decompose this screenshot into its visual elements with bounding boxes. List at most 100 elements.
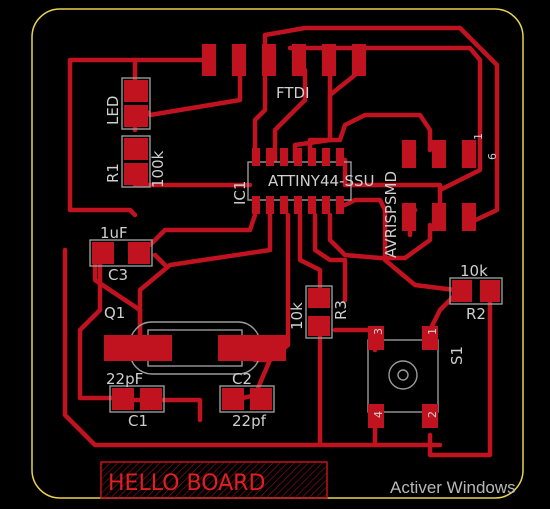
led-pad bbox=[124, 80, 148, 102]
q1-pad bbox=[218, 335, 286, 361]
c3-component: 1uF C3 bbox=[89, 224, 153, 284]
ic1-pad bbox=[280, 196, 288, 214]
c1-pad bbox=[140, 388, 162, 410]
avrisp-pad bbox=[462, 140, 476, 168]
board-title: HELLO BOARD bbox=[100, 461, 328, 499]
led-outline bbox=[121, 77, 151, 130]
s1-outline bbox=[367, 339, 439, 413]
c1-pad bbox=[112, 388, 134, 410]
r3-pad bbox=[308, 288, 330, 308]
avrisp-pad bbox=[402, 140, 416, 168]
avrisp-pin-6: 6 bbox=[486, 153, 499, 160]
c2-pad bbox=[222, 388, 244, 410]
ic1-pad bbox=[252, 148, 260, 166]
r3-component: 10k R3 bbox=[288, 285, 350, 339]
r3-value: 10k bbox=[288, 302, 306, 330]
r2-label: R2 bbox=[466, 305, 486, 323]
r2-pad bbox=[452, 280, 472, 302]
s1-actuator-inner bbox=[397, 369, 409, 381]
ic1-pad bbox=[336, 196, 344, 214]
c2-pad bbox=[250, 388, 272, 410]
r1-component: R1 100k bbox=[104, 135, 167, 188]
windows-activation-watermark: Activer Windows bbox=[390, 478, 516, 497]
ic1-pad bbox=[266, 148, 274, 166]
q1-label: Q1 bbox=[104, 304, 125, 322]
r2-pad bbox=[480, 280, 500, 302]
r1-value: 100k bbox=[149, 150, 167, 188]
avrisp-label: AVRISPSMD bbox=[382, 171, 400, 258]
ftdi-pad bbox=[292, 44, 306, 76]
c3-value: 1uF bbox=[100, 224, 128, 242]
ic1-bottom-pads bbox=[252, 196, 344, 214]
ic1-label: IC1 bbox=[231, 181, 249, 205]
r1-pad bbox=[124, 138, 148, 160]
r2-outline bbox=[449, 277, 503, 305]
ftdi-pad bbox=[352, 44, 366, 76]
led-pad bbox=[124, 105, 148, 127]
s1-component: S1 3 1 4 2 bbox=[367, 326, 466, 428]
r1-pad bbox=[124, 163, 148, 185]
ic1-pad bbox=[294, 196, 302, 214]
ic1-pad bbox=[308, 148, 316, 166]
q1-component: Q1 bbox=[104, 304, 286, 375]
s1-pin-1: 1 bbox=[426, 328, 439, 335]
board-title-text: HELLO BOARD bbox=[108, 471, 265, 496]
s1-pad bbox=[368, 404, 384, 428]
c3-outline bbox=[89, 239, 153, 267]
r1-label: R1 bbox=[104, 163, 122, 183]
r2-component: 10k R2 bbox=[449, 262, 503, 323]
r1-outline bbox=[121, 135, 151, 188]
r3-label: R3 bbox=[332, 300, 350, 320]
ic1-pad bbox=[336, 148, 344, 166]
ic1-pad bbox=[308, 196, 316, 214]
c1-outline bbox=[109, 385, 165, 413]
s1-pin-2: 2 bbox=[426, 411, 439, 418]
avrisp-pad bbox=[462, 203, 476, 231]
c3-pad bbox=[128, 242, 150, 264]
s1-pad bbox=[422, 326, 438, 350]
s1-pin-3: 3 bbox=[372, 328, 385, 335]
avrisp-header: AVRISPSMD 1 6 bbox=[382, 133, 499, 258]
s1-pad bbox=[422, 404, 438, 428]
ic1-top-pads bbox=[252, 148, 344, 166]
c1-label: C1 bbox=[128, 412, 148, 430]
s1-pin-4: 4 bbox=[372, 411, 385, 418]
c2-component: C2 22pf bbox=[219, 370, 275, 430]
ftdi-pad bbox=[232, 44, 246, 76]
ftdi-label: FTDI bbox=[276, 84, 310, 102]
c3-label: C3 bbox=[108, 266, 128, 284]
c2-label: C2 bbox=[232, 370, 252, 388]
c1-value: 22pF bbox=[106, 370, 143, 388]
s1-label: S1 bbox=[448, 346, 466, 365]
s1-pad bbox=[368, 326, 384, 350]
board-title-box bbox=[100, 461, 328, 499]
ic1-pad bbox=[294, 148, 302, 166]
c1-component: 22pF C1 bbox=[106, 370, 165, 430]
ic1-pad bbox=[322, 148, 330, 166]
ftdi-pad bbox=[202, 44, 216, 76]
r3-outline bbox=[305, 285, 333, 339]
ic1-pad bbox=[322, 196, 330, 214]
ic1-component: IC1 ATTINY44-SSU bbox=[231, 148, 375, 214]
avrisp-pin-1: 1 bbox=[472, 133, 485, 140]
ftdi-pad bbox=[322, 44, 336, 76]
avrisp-pad bbox=[432, 140, 446, 168]
r2-value: 10k bbox=[460, 262, 488, 280]
ic1-value: ATTINY44-SSU bbox=[268, 172, 375, 190]
ic1-pad bbox=[280, 148, 288, 166]
ic1-pad bbox=[266, 196, 274, 214]
led-label: LED bbox=[104, 96, 122, 125]
c2-outline bbox=[219, 385, 275, 413]
r3-pad bbox=[308, 316, 330, 336]
c3-pad bbox=[92, 242, 114, 264]
s1-actuator bbox=[388, 360, 418, 390]
led-component: LED bbox=[104, 77, 151, 130]
ftdi-pad bbox=[262, 44, 276, 76]
avrisp-pad bbox=[432, 203, 446, 231]
c2-value: 22pf bbox=[232, 412, 267, 430]
avrisp-pad bbox=[402, 203, 416, 231]
q1-pad bbox=[104, 335, 172, 361]
ic1-pad bbox=[252, 196, 260, 214]
ftdi-header: FTDI bbox=[202, 44, 366, 102]
